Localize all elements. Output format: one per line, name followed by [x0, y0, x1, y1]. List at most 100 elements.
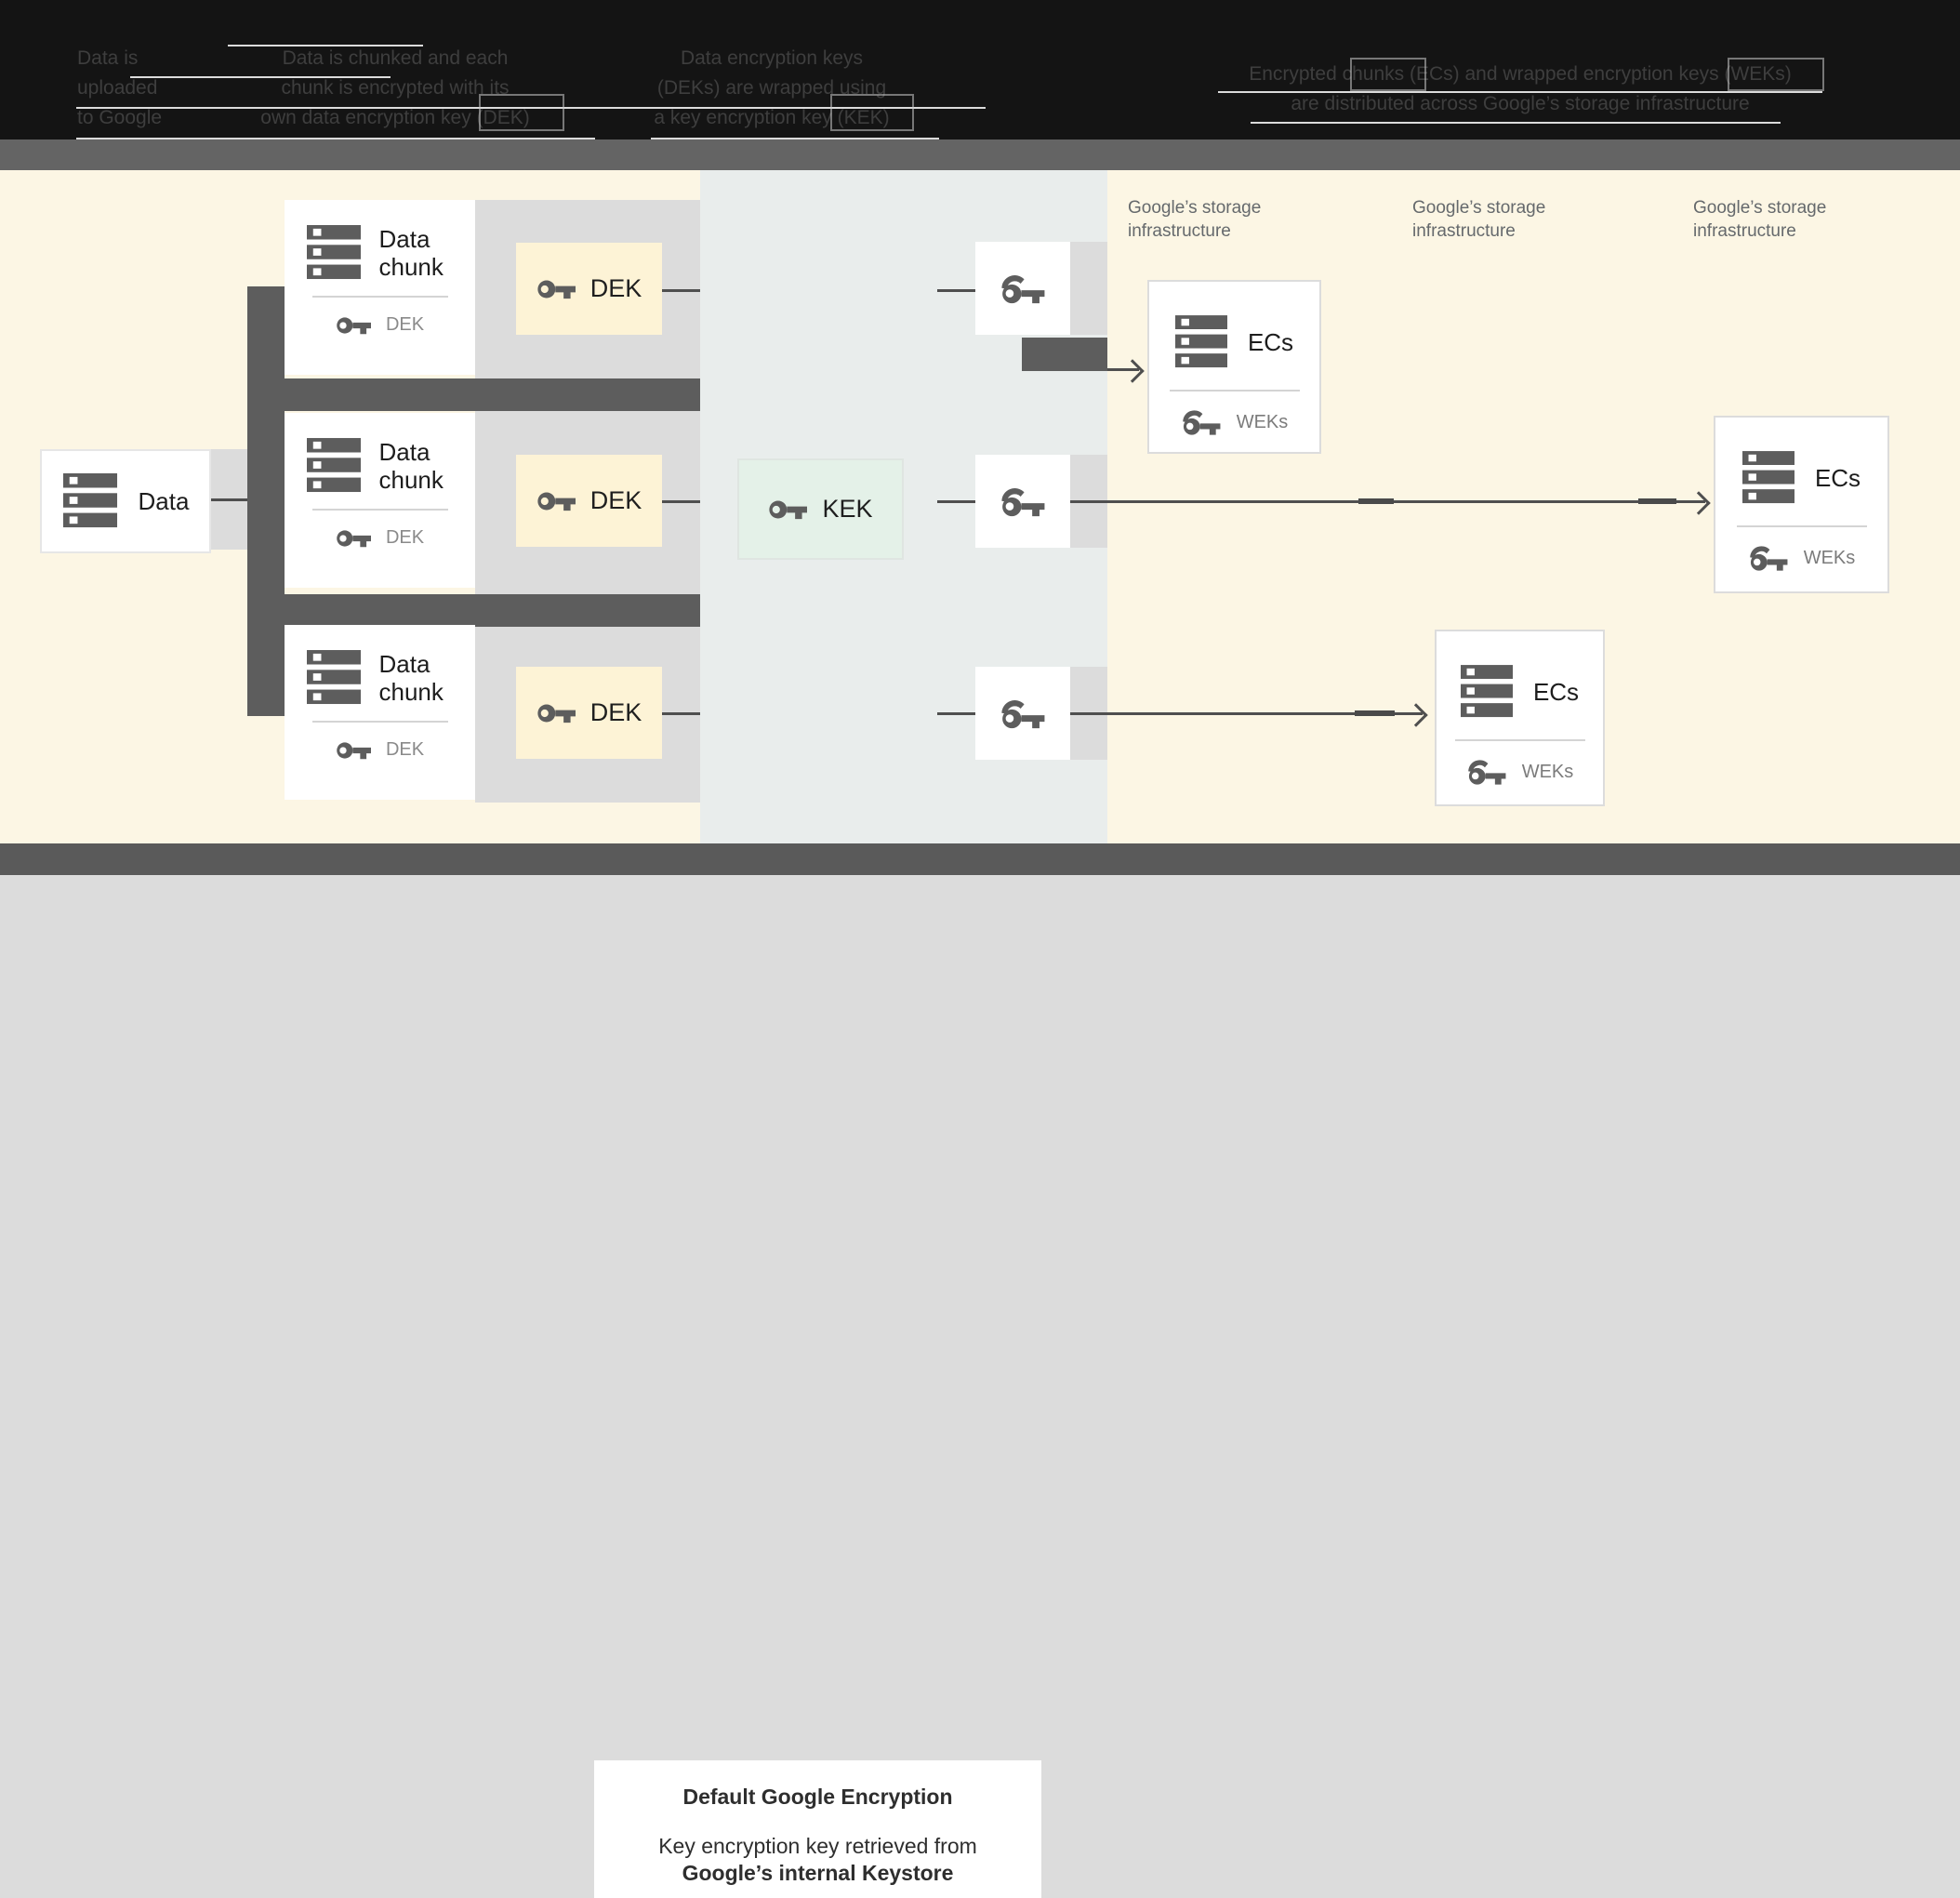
database-icon [306, 650, 361, 705]
header-note-distribution: Encrypted chunks (ECs) and wrapped encry… [1213, 60, 1827, 119]
note-line: are distributed across Google’s storage … [1291, 93, 1750, 114]
highlight-outline-kek [830, 94, 914, 131]
highlight-outline-dek [479, 94, 564, 131]
footer-area: Default Google Encryption Key encryption… [0, 875, 1960, 1898]
scratch-line [228, 45, 423, 46]
connector-dek3-out [662, 712, 700, 715]
wrapped-key-icon [1001, 699, 1045, 728]
weks-label: WEKs [1521, 761, 1574, 782]
caption-line-1: Key encryption key retrieved from [658, 1834, 977, 1858]
data-chunk-card-1: Data chunk DEK [285, 200, 475, 375]
chunk-dek-label: DEK [385, 314, 425, 335]
storage-label-2: Google’s storage infrastructure [1412, 196, 1545, 243]
storage-label-line: Google’s storage [1693, 198, 1827, 218]
header-notes: Data is uploaded to Google Data is chunk… [0, 0, 1960, 139]
caption-line-2: Google’s internal Keystore [682, 1861, 954, 1885]
chunk-dek-label: DEK [385, 527, 425, 548]
note-line: chunk is encrypted with its [281, 77, 510, 99]
dek-label: DEK [589, 486, 642, 514]
database-icon [306, 438, 361, 493]
header-note-chunking: Data is chunked and each chunk is encryp… [232, 44, 558, 133]
dek-label: DEK [589, 698, 642, 726]
storage-label-line: infrastructure [1128, 221, 1231, 241]
ec-card-2: ECs WEKs [1714, 416, 1889, 593]
scratch-line [651, 138, 939, 139]
dek-node-1: DEK [516, 243, 662, 335]
divider [1169, 390, 1300, 392]
key-icon [769, 500, 808, 519]
connector-kek-to-wrap1 [937, 289, 975, 292]
connector-kek-to-wrap3 [937, 712, 975, 715]
storage-label-line: infrastructure [1693, 221, 1796, 241]
wrapped-key-node-2 [975, 455, 1070, 548]
chunk-title: Data chunk [378, 225, 444, 281]
key-icon [537, 492, 576, 511]
weks-label: WEKs [1803, 547, 1856, 568]
ec-card-1: ECs WEKs [1147, 280, 1321, 454]
database-icon [1741, 451, 1794, 504]
key-icon [537, 280, 576, 299]
arrow-dash [1355, 710, 1395, 716]
chunk-title: Data chunk [378, 438, 444, 494]
database-icon [1174, 315, 1227, 368]
database-icon [62, 473, 117, 528]
connector-dek2-out [662, 500, 700, 503]
data-chunk-card-3: Data chunk DEK [285, 625, 475, 800]
connector-dek1-out [662, 289, 700, 292]
connector-data-to-fork [207, 498, 247, 501]
highlight-outline-weks [1728, 58, 1824, 91]
top-band [0, 139, 1960, 170]
storage-label-line: Google’s storage [1128, 198, 1262, 218]
key-icon [337, 529, 371, 547]
data-node: Data [40, 449, 211, 553]
data-chunk-card-2: Data chunk DEK [285, 413, 475, 588]
ec-title: ECs [1814, 463, 1861, 492]
wrapped-key-icon [1182, 410, 1221, 435]
track-wrapped-key-1 [1070, 242, 1107, 335]
note-line: (DEKs) are wrapped using [656, 77, 887, 99]
storage-label-1: Google’s storage infrastructure [1128, 196, 1261, 243]
wrapped-key-node-1 [975, 242, 1070, 335]
dek-label: DEK [589, 274, 642, 302]
bottom-band [0, 843, 1960, 875]
arrow-line-ec3 [1070, 712, 1423, 715]
key-icon [537, 704, 576, 723]
arrow-dash [1358, 498, 1394, 504]
connector-kek-to-wrap2 [937, 500, 975, 503]
dek-node-2: DEK [516, 455, 662, 547]
fork-band-1 [247, 378, 700, 411]
wrapped-key-icon [1001, 487, 1045, 516]
note-line: own data encryption key (DEK) [260, 107, 530, 128]
kek-node: KEK [737, 458, 904, 560]
caption-box: Default Google Encryption Key encryption… [594, 1760, 1041, 1898]
caption-title: Default Google Encryption [682, 1785, 953, 1809]
arrow-dash [1638, 498, 1676, 504]
chunk-dek-label: DEK [385, 739, 425, 760]
database-icon [306, 225, 361, 280]
fork-band-2 [247, 594, 700, 627]
divider [311, 509, 448, 511]
arrow-line-ec1 [1107, 368, 1139, 371]
scratch-line [130, 76, 391, 78]
scratch-line [76, 138, 595, 139]
divider [1454, 739, 1585, 741]
divider [311, 721, 448, 723]
divider [311, 296, 448, 298]
ec-title: ECs [1532, 677, 1580, 706]
storage-label-line: Google’s storage [1412, 198, 1546, 218]
storage-label-3: Google’s storage infrastructure [1693, 196, 1826, 243]
dek-node-3: DEK [516, 667, 662, 759]
fork-vertical-bar [247, 286, 285, 716]
note-line: to Google [77, 107, 163, 128]
chunk-title: Data chunk [378, 650, 444, 706]
kek-label: KEK [822, 495, 873, 523]
data-label: Data [138, 486, 190, 515]
highlight-outline-ecs [1350, 58, 1426, 91]
note-line: Data encryption keys [680, 47, 864, 69]
note-line: Data is [77, 47, 139, 69]
wrapped-key-node-3 [975, 667, 1070, 760]
ec-card-3: ECs WEKs [1435, 630, 1605, 806]
key-icon [337, 741, 371, 759]
database-icon [1460, 665, 1513, 718]
